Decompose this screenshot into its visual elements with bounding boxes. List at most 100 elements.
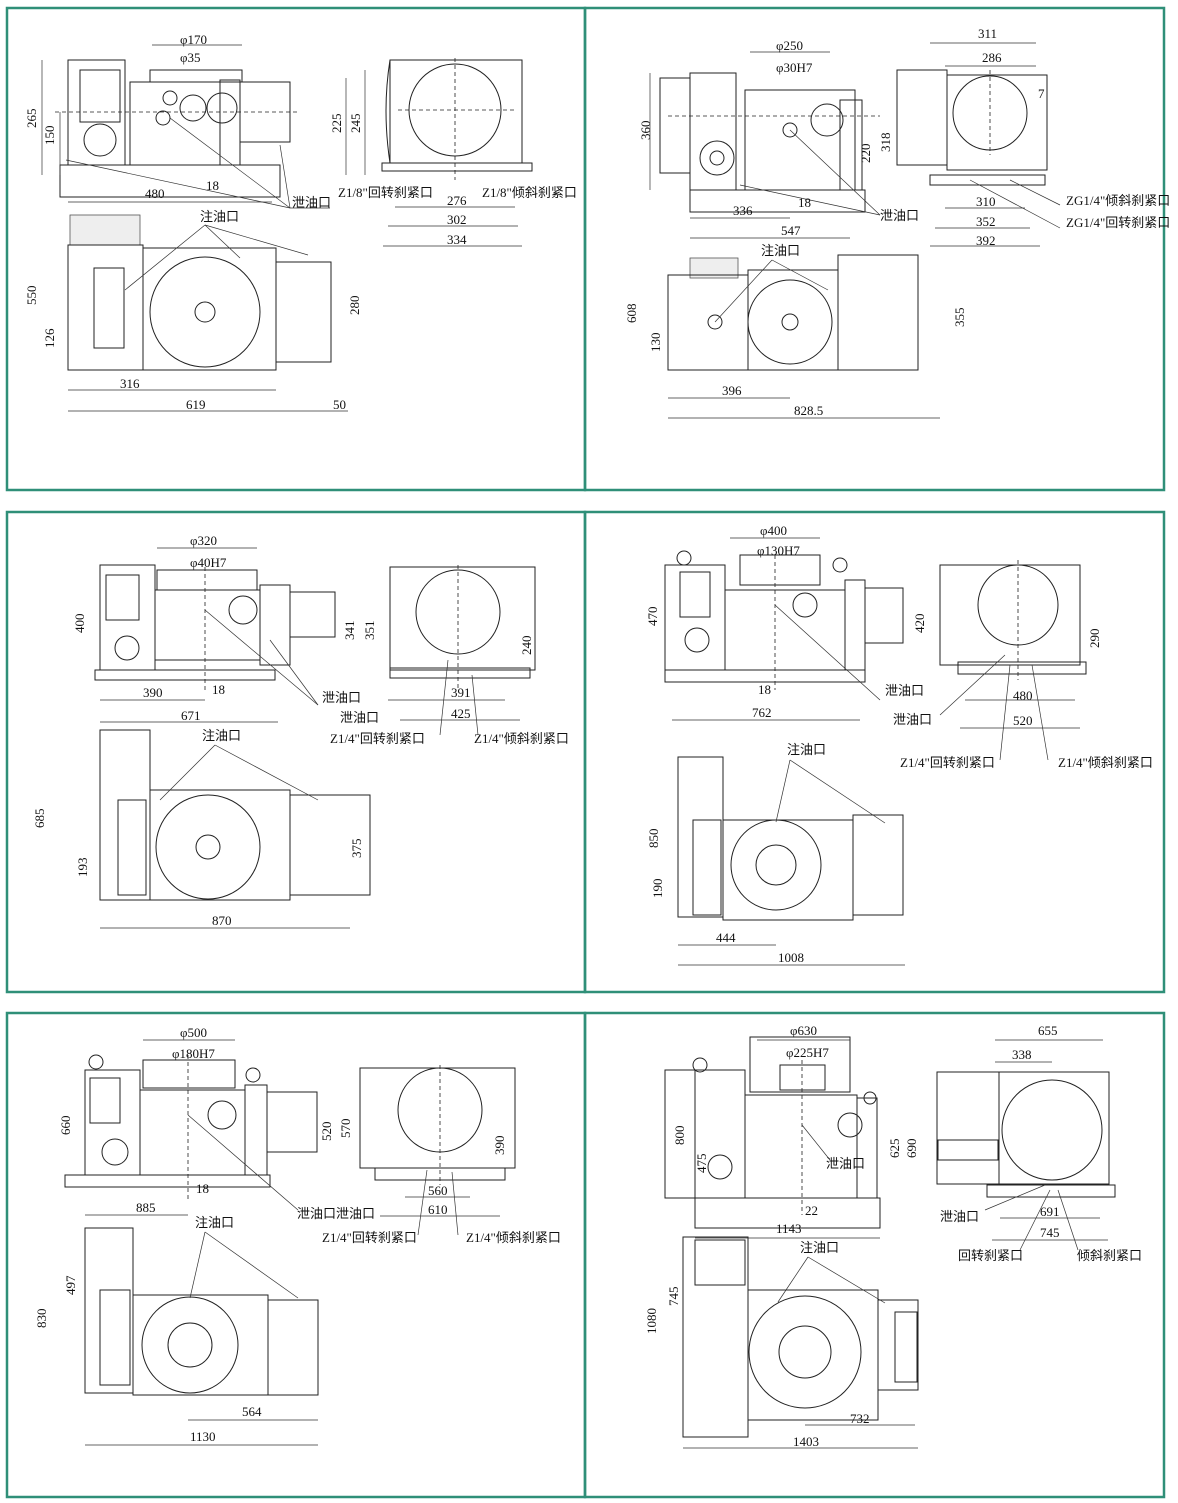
dimension-label: 286 <box>982 50 1002 65</box>
dimension-label: 310 <box>976 194 996 209</box>
panel-3-side-view <box>94 547 336 723</box>
panel-4-top-view <box>677 756 905 966</box>
dimension-label: 352 <box>976 214 996 229</box>
dimension-label: 302 <box>447 212 467 227</box>
dimension-label: 360 <box>638 121 653 141</box>
dimension-label: 520 <box>1013 713 1033 728</box>
dimension-label: 351 <box>362 621 377 641</box>
dimension-label: 400 <box>72 614 87 634</box>
dimension-label: 泄油口 <box>885 683 924 698</box>
dimension-label: 745 <box>666 1287 681 1307</box>
dimension-label: 547 <box>781 223 801 238</box>
dimension-label: 444 <box>716 930 736 945</box>
dimension-label: 1403 <box>793 1434 819 1449</box>
dimension-label: φ320 <box>190 533 217 548</box>
dimension-label: φ180H7 <box>172 1046 215 1061</box>
dimension-label: 1130 <box>190 1429 216 1444</box>
dimension-label: 338 <box>1012 1047 1032 1062</box>
dimension-label: 334 <box>447 232 467 247</box>
dimension-label: 800 <box>672 1126 687 1146</box>
dimension-label: 7 <box>1038 86 1045 101</box>
dimension-label: 732 <box>850 1411 870 1426</box>
panel-1-side-view <box>41 44 366 209</box>
dimension-label: 泄油口泄油口 <box>297 1206 375 1221</box>
panel-3-top-view <box>99 729 371 929</box>
dimension-label: 倾斜刹紧口 <box>1077 1248 1142 1263</box>
dimension-label: 610 <box>428 1202 448 1217</box>
dimension-label: 390 <box>492 1136 507 1156</box>
dimension-label: 311 <box>978 26 997 41</box>
panel-frames <box>5 6 1166 1499</box>
dimension-label: 870 <box>212 913 232 928</box>
dimension-label: 1143 <box>776 1221 802 1236</box>
dimension-label: Z1/4"倾斜刹紧口 <box>466 1230 561 1245</box>
dimension-label: 470 <box>645 607 660 627</box>
dimension-label: 625 <box>887 1139 902 1159</box>
dimension-label: 注油口 <box>761 243 800 258</box>
dimension-label: 1008 <box>778 950 804 965</box>
dimension-label: 18 <box>212 682 225 697</box>
dimension-label: 550 <box>24 286 39 306</box>
dimension-label: 520 <box>319 1122 334 1142</box>
dimension-label: 泄油口 <box>322 690 361 705</box>
dimension-label: 497 <box>63 1275 78 1295</box>
dimension-label: ZG1/4"倾斜刹紧口 <box>1066 193 1170 208</box>
dimension-label: 885 <box>136 1200 156 1215</box>
dimension-label: Z1/4"倾斜刹紧口 <box>474 731 569 746</box>
panel-6-side-view <box>664 1036 881 1239</box>
dimension-label: 18 <box>206 178 219 193</box>
dimension-label: 18 <box>798 195 811 210</box>
panel-1-end-view <box>381 58 533 247</box>
dimension-label: 265 <box>24 109 39 129</box>
dimension-label: 280 <box>347 296 362 316</box>
dimension-label: 655 <box>1038 1023 1058 1038</box>
dimension-label: 570 <box>338 1119 353 1139</box>
dimension-label: 420 <box>912 614 927 634</box>
dimension-label: 注油口 <box>787 742 826 757</box>
dimension-label: 336 <box>733 203 753 218</box>
dimension-label: 830 <box>34 1309 49 1329</box>
dimension-label: 480 <box>145 186 165 201</box>
dimension-label: 564 <box>242 1404 262 1419</box>
dimension-label: 660 <box>58 1116 73 1136</box>
dimension-label: Z1/4"倾斜刹紧口 <box>1058 755 1153 770</box>
dimension-label: 回转刹紧口 <box>958 1248 1023 1263</box>
panel-5-frame <box>5 1011 587 1499</box>
dimension-label: φ35 <box>180 50 201 65</box>
dimension-label: φ40H7 <box>190 555 227 570</box>
dimension-label: Z1/8"倾斜刹紧口 <box>482 185 577 200</box>
dimension-label: 619 <box>186 397 206 412</box>
dimension-label: 375 <box>349 839 364 859</box>
dimension-label: 608 <box>624 304 639 324</box>
dimension-label: 225 <box>329 114 344 134</box>
dimension-label: 396 <box>722 383 742 398</box>
panel-2-side-view <box>649 51 881 239</box>
dimension-label: 126 <box>42 328 57 348</box>
dimension-label: 18 <box>196 1181 209 1196</box>
dimension-label: 150 <box>42 126 57 146</box>
dimension-label: ZG1/4"回转刹紧口 <box>1066 215 1170 230</box>
panel-6-top-view <box>682 1236 919 1449</box>
dimension-label: 注油口 <box>800 1240 839 1255</box>
panel-6-end-view <box>936 1039 1116 1251</box>
dimension-label: 745 <box>1040 1225 1060 1240</box>
dimension-label: 1080 <box>644 1308 659 1334</box>
dimension-label: 50 <box>333 397 346 412</box>
dimension-label: 391 <box>451 685 471 700</box>
dimension-label: 425 <box>451 706 471 721</box>
panel-2-frame <box>583 6 1166 492</box>
dimension-label: 560 <box>428 1183 448 1198</box>
panel-5-side-view <box>64 1039 318 1216</box>
dimension-label: φ225H7 <box>786 1045 829 1060</box>
dimension-label: 276 <box>447 193 467 208</box>
dimension-label: φ630 <box>790 1023 817 1038</box>
panel-2-top-view <box>667 254 940 419</box>
panel-1-frame <box>5 6 587 492</box>
dimension-label: 690 <box>904 1139 919 1159</box>
dimension-label: 193 <box>75 858 90 878</box>
dimension-label: 泄油口 <box>940 1209 979 1224</box>
dimension-label: 762 <box>752 705 772 720</box>
dimension-label: φ400 <box>760 523 787 538</box>
panel-4-side-view <box>664 537 904 721</box>
dimension-label: φ30H7 <box>776 60 813 75</box>
